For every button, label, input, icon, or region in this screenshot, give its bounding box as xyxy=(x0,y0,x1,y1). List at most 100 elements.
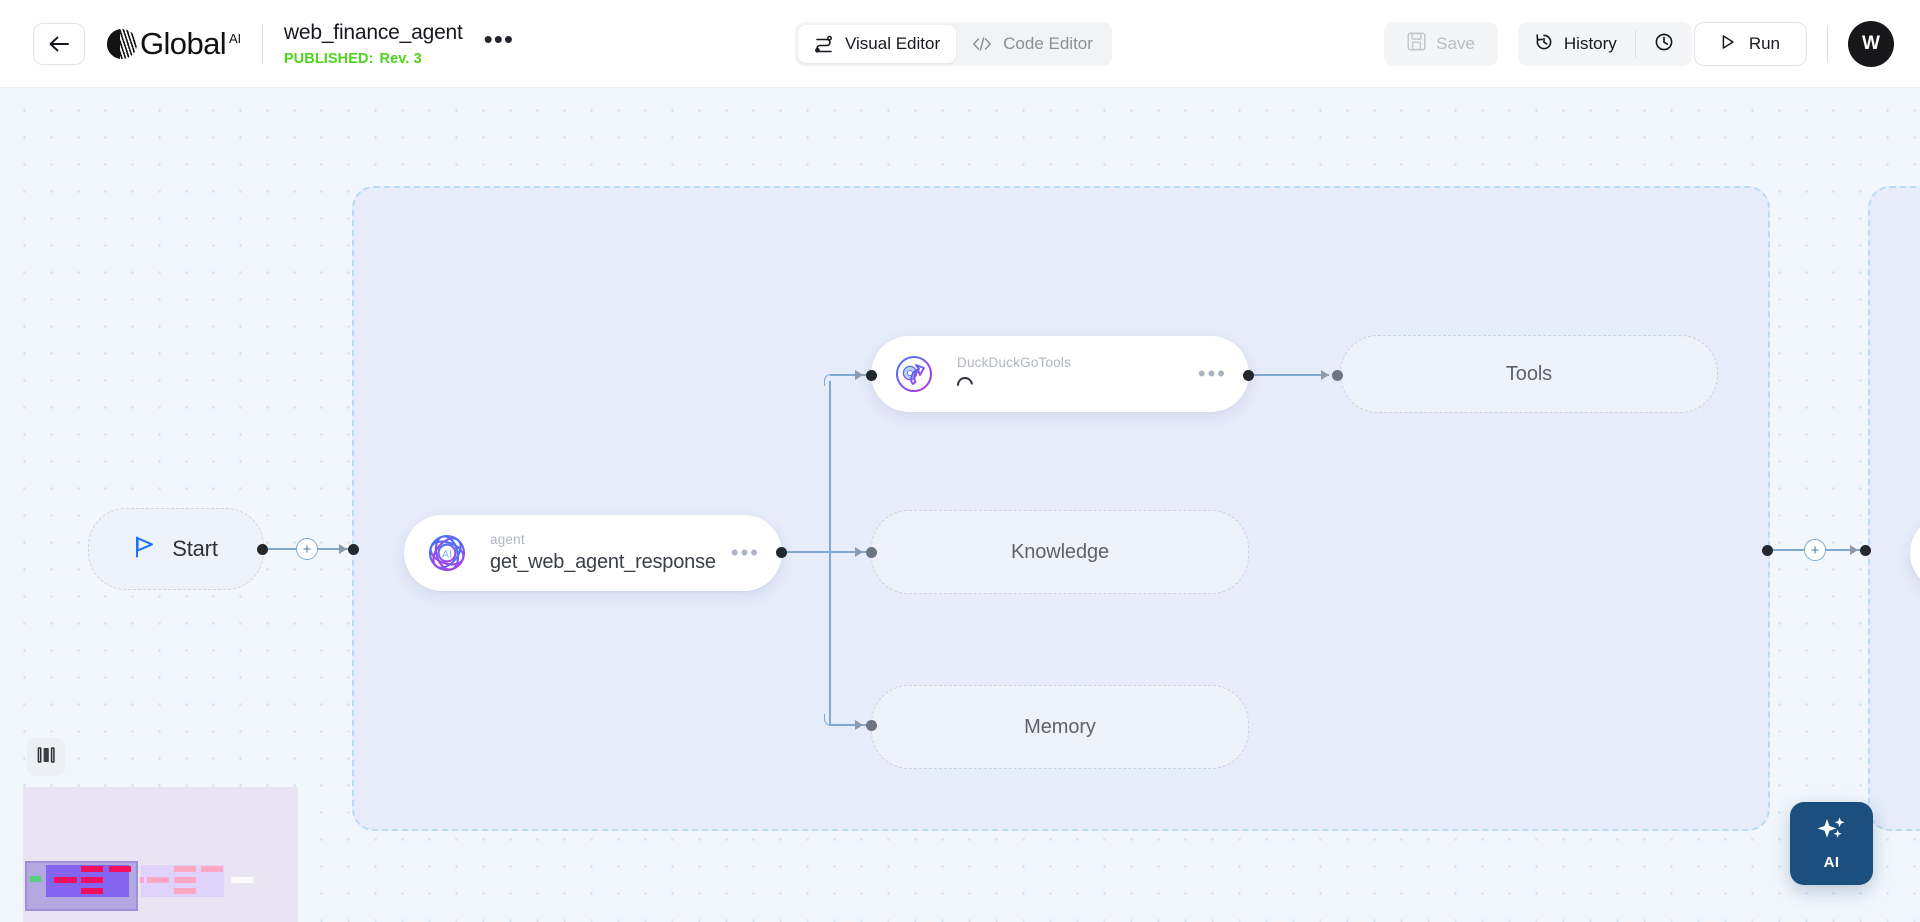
document-more-menu-button[interactable]: ••• xyxy=(483,23,514,54)
brand-logo: Global AI xyxy=(107,28,241,59)
tab-visual-editor[interactable]: Visual Editor xyxy=(798,25,957,63)
port-knowledge-input[interactable] xyxy=(866,547,877,558)
port-tool-input[interactable] xyxy=(866,370,877,381)
port-next-group-input[interactable] xyxy=(1860,545,1871,556)
sparkles-icon xyxy=(1815,816,1849,851)
port-memory-input[interactable] xyxy=(866,720,877,731)
minimap-node-tool xyxy=(81,866,103,872)
node-placeholder-memory[interactable]: Memory xyxy=(871,685,1249,769)
port-start-output[interactable] xyxy=(257,544,268,555)
save-button[interactable]: Save xyxy=(1384,22,1498,66)
node-tool[interactable]: DuckDuckGoTools ••• xyxy=(871,336,1249,412)
tab-visual-editor-label: Visual Editor xyxy=(845,34,941,53)
minimap-node-agent xyxy=(54,877,77,883)
minimap-node-next-port xyxy=(140,877,144,883)
node-agent-title: get_web_agent_response xyxy=(490,551,716,574)
port-tool-output[interactable] xyxy=(1243,370,1254,381)
clock-icon xyxy=(1653,31,1675,58)
edge-corner-top xyxy=(824,374,836,386)
svg-text:AI: AI xyxy=(442,549,452,561)
node-agent-kind: agent xyxy=(490,531,525,547)
code-brackets-icon xyxy=(972,36,992,52)
node-placeholder-tools-label: Tools xyxy=(1505,362,1553,385)
ai-assistant-button[interactable]: AI xyxy=(1790,802,1873,885)
header-actions: Save History xyxy=(1384,0,1894,88)
minimap-node-next-2 xyxy=(174,866,196,872)
edge-arrow-knowledge xyxy=(855,546,863,557)
brand-superscript: AI xyxy=(229,31,241,46)
minimap-node-next-4 xyxy=(174,888,196,894)
minimap[interactable] xyxy=(23,787,298,922)
flow-nodes-icon xyxy=(814,35,834,53)
document-title-block: web_finance_agent PUBLISHED: Rev. 3 xyxy=(284,20,463,66)
tab-code-editor[interactable]: Code Editor xyxy=(956,25,1109,63)
flag-play-icon xyxy=(134,535,156,564)
node-tool-text: DuckDuckGoTools xyxy=(953,354,1072,397)
port-agent-output[interactable] xyxy=(776,547,787,558)
minimap-node-tools xyxy=(109,866,131,872)
edge-arrow-tool xyxy=(855,369,863,380)
node-next-partial[interactable] xyxy=(1910,515,1920,591)
edge-arrow-memory xyxy=(855,719,863,730)
ai-swirl-icon: AI xyxy=(422,528,472,578)
ai-assistant-label: AI xyxy=(1823,854,1840,871)
page-title: web_finance_agent xyxy=(283,21,463,45)
arrow-left-icon xyxy=(48,35,70,53)
app-header: Global AI web_finance_agent PUBLISHED: Re… xyxy=(0,0,1920,88)
edge-arrow-next xyxy=(1850,544,1858,555)
minimap-node-end xyxy=(231,877,253,883)
revision-label: Rev. 3 xyxy=(379,50,422,67)
add-node-after-start[interactable]: + xyxy=(296,538,318,560)
play-triangle-icon xyxy=(1721,34,1735,55)
flow-canvas[interactable]: Start + xyxy=(0,88,1920,922)
back-button[interactable] xyxy=(33,22,85,65)
tool-gear-arrow-icon xyxy=(889,349,939,399)
editor-mode-switch: Visual Editor Code Editor xyxy=(795,22,1112,66)
edge-agent-to-knowledge xyxy=(782,551,874,553)
edge-branch-spine xyxy=(829,381,831,726)
edge-tool-to-tools xyxy=(1249,374,1329,376)
globalai-mark-icon xyxy=(107,28,137,59)
panel-layout-icon xyxy=(36,746,56,769)
node-start[interactable]: Start xyxy=(88,508,264,590)
port-tools-input[interactable] xyxy=(1332,370,1343,381)
minimap-toggle-button[interactable] xyxy=(27,738,65,776)
history-clock-icon xyxy=(1534,32,1554,57)
node-agent-text: agent get_web_agent_response xyxy=(490,532,716,574)
next-group-container[interactable] xyxy=(1868,186,1920,831)
minimap-node-next-5 xyxy=(201,866,223,872)
port-group-output[interactable] xyxy=(1762,545,1773,556)
edge-arrow-tools xyxy=(1321,369,1329,380)
node-agent[interactable]: AI agent get_web_agent_response ••• xyxy=(404,515,782,591)
loading-spinner-icon xyxy=(953,373,977,397)
status-label: PUBLISHED: xyxy=(283,50,374,67)
node-placeholder-knowledge-label: Knowledge xyxy=(1010,540,1110,563)
run-button[interactable]: Run xyxy=(1693,22,1807,66)
run-button-label: Run xyxy=(1748,34,1780,53)
button-separator xyxy=(1634,30,1636,58)
history-run-group: History xyxy=(1517,22,1692,66)
minimap-node-start xyxy=(30,876,41,882)
header-divider xyxy=(261,23,263,64)
edge-spine-to-memory xyxy=(830,724,876,726)
minimap-node-next-1 xyxy=(147,877,169,883)
history-button[interactable]: History xyxy=(1518,22,1635,66)
schedule-button[interactable] xyxy=(1636,22,1692,66)
header-divider-right xyxy=(1827,26,1828,62)
history-button-label: History xyxy=(1563,34,1617,53)
tab-code-editor-label: Code Editor xyxy=(1003,34,1093,53)
minimap-node-next-3 xyxy=(174,877,196,883)
floppy-disk-icon xyxy=(1407,32,1426,56)
edge-arrow-start xyxy=(339,543,347,554)
node-placeholder-tools[interactable]: Tools xyxy=(1340,335,1718,413)
node-start-label: Start xyxy=(172,536,218,561)
node-tool-kind: DuckDuckGoTools xyxy=(957,354,1072,370)
node-placeholder-knowledge[interactable]: Knowledge xyxy=(871,510,1249,594)
avatar[interactable]: W xyxy=(1848,21,1894,67)
status-badge: PUBLISHED: Rev. 3 xyxy=(284,51,463,67)
port-group-input[interactable] xyxy=(348,544,359,555)
edge-corner-bottom xyxy=(824,714,836,726)
add-node-after-group[interactable]: + xyxy=(1804,539,1826,561)
minimap-node-memory xyxy=(81,888,103,894)
